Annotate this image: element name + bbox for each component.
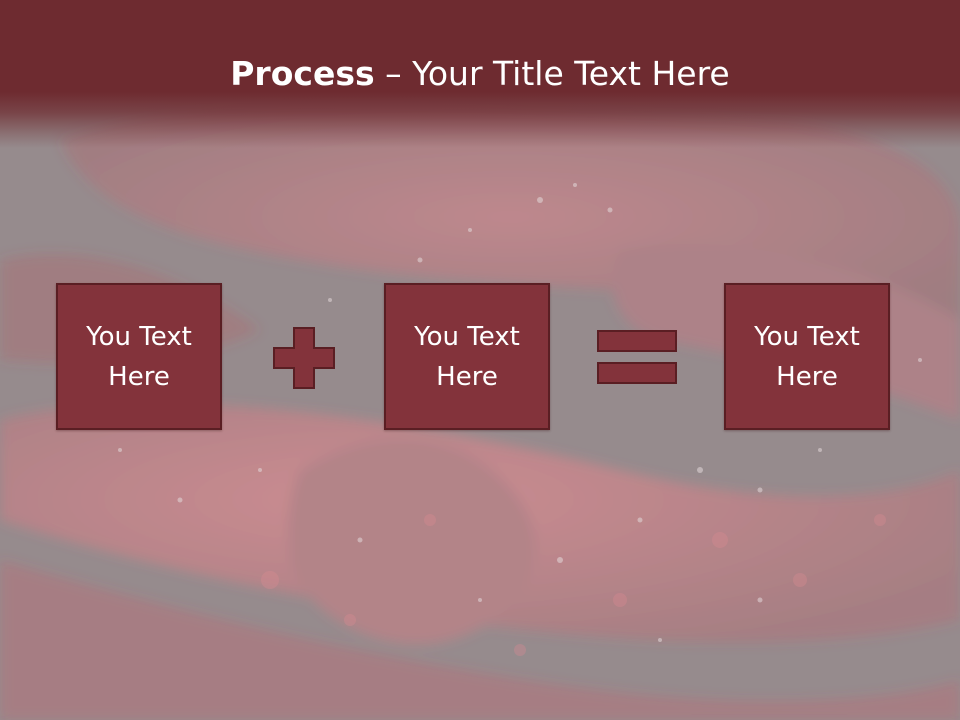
title-band [0,0,960,148]
title-dash: – [374,54,413,93]
equals-icon [597,330,677,386]
process-box-3[interactable]: You Text Here [724,283,890,430]
process-box-2-text: You Text Here [414,321,520,392]
process-box-1-text: You Text Here [86,321,192,392]
process-box-2[interactable]: You Text Here [384,283,550,430]
title-bold: Process [230,54,375,93]
title-text: Your Title Text Here [412,54,730,93]
process-box-1[interactable]: You Text Here [56,283,222,430]
plus-icon [273,327,335,389]
slide-title: Process – Your Title Text Here [0,50,960,98]
process-box-3-text: You Text Here [754,321,860,392]
